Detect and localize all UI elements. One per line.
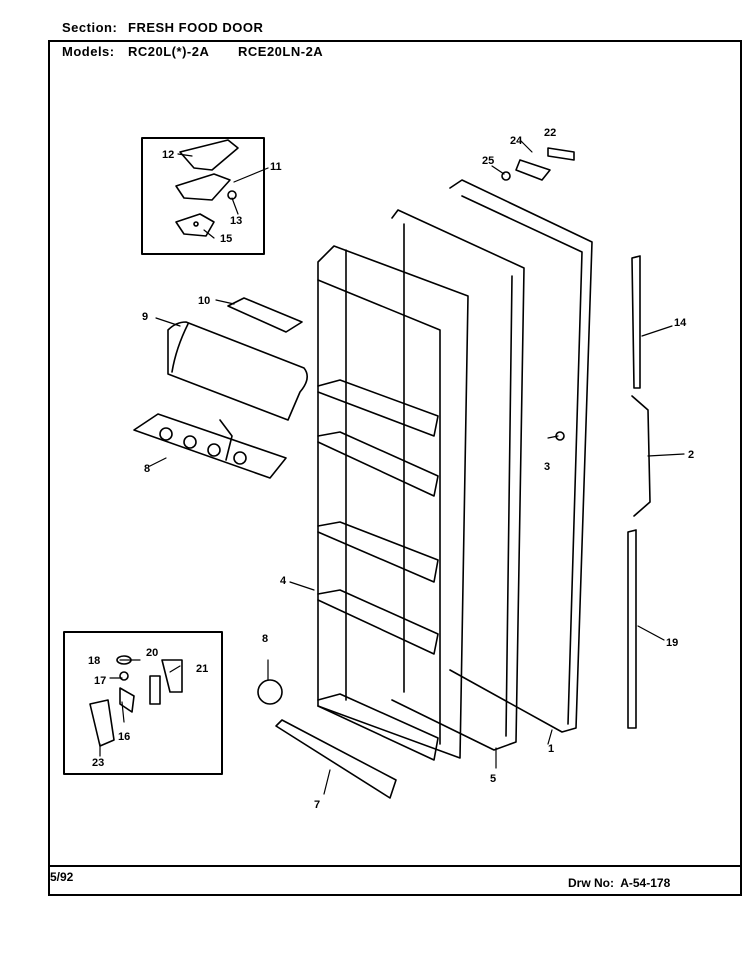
callout-12: 12 bbox=[162, 149, 174, 161]
callout-17: 17 bbox=[94, 675, 106, 687]
nameplate-part bbox=[547, 147, 575, 161]
callout-5: 5 bbox=[490, 773, 496, 785]
callout-3: 3 bbox=[544, 461, 550, 473]
callout-14: 14 bbox=[674, 317, 687, 329]
door-gasket-part bbox=[391, 209, 525, 751]
callout-11: 11 bbox=[270, 161, 282, 173]
callout-10: 10 bbox=[198, 295, 210, 307]
handle-part bbox=[631, 395, 651, 517]
callout-21: 21 bbox=[196, 663, 208, 675]
callout-24: 24 bbox=[510, 135, 523, 147]
model-number-2: RCE20LN-2A bbox=[238, 44, 324, 59]
callout-15: 15 bbox=[220, 233, 232, 245]
callout-16: 16 bbox=[118, 731, 130, 743]
callout-9: 9 bbox=[142, 311, 148, 323]
section-value: FRESH FOOD DOOR bbox=[128, 20, 264, 35]
callout-22: 22 bbox=[544, 127, 556, 139]
callout-4: 4 bbox=[280, 575, 287, 587]
callout-19: 19 bbox=[666, 637, 678, 649]
handle-trim-bottom-part bbox=[627, 529, 637, 729]
drawing-number: Drw No: A-54-178 bbox=[568, 876, 671, 890]
callout-23: 23 bbox=[92, 757, 104, 769]
revision-date: 5/92 bbox=[50, 870, 74, 884]
callout-20: 20 bbox=[146, 647, 158, 659]
diagram-frame bbox=[48, 40, 742, 896]
model-number-1: RC20L(*)-2A bbox=[128, 44, 210, 59]
callout-7: 7 bbox=[314, 799, 320, 811]
callout-8-tray: 8 bbox=[144, 463, 150, 475]
callout-8-cam: 8 bbox=[262, 633, 268, 645]
egg-tray-part bbox=[133, 413, 287, 479]
door-liner-part bbox=[317, 245, 469, 761]
shelf-cover-part bbox=[227, 297, 303, 333]
breaker-strip-part bbox=[275, 719, 397, 799]
outer-door-part bbox=[449, 179, 593, 733]
hinge-inset-box bbox=[141, 137, 265, 255]
section-label: Section: bbox=[62, 20, 118, 35]
callout-13: 13 bbox=[230, 215, 242, 227]
dairy-door-part bbox=[167, 321, 308, 421]
callout-25: 25 bbox=[482, 155, 494, 167]
models-label: Models: bbox=[62, 44, 115, 59]
hinge-parts bbox=[175, 139, 239, 237]
callout-2: 2 bbox=[688, 449, 694, 461]
leader-lines bbox=[99, 139, 685, 795]
callout-1: 1 bbox=[548, 743, 554, 755]
bottom-hinge-parts bbox=[89, 655, 183, 747]
handle-trim-top-part bbox=[631, 255, 641, 389]
bottom-hinge-inset-box bbox=[63, 631, 223, 775]
callout-18: 18 bbox=[88, 655, 100, 667]
footer-divider bbox=[48, 865, 742, 867]
